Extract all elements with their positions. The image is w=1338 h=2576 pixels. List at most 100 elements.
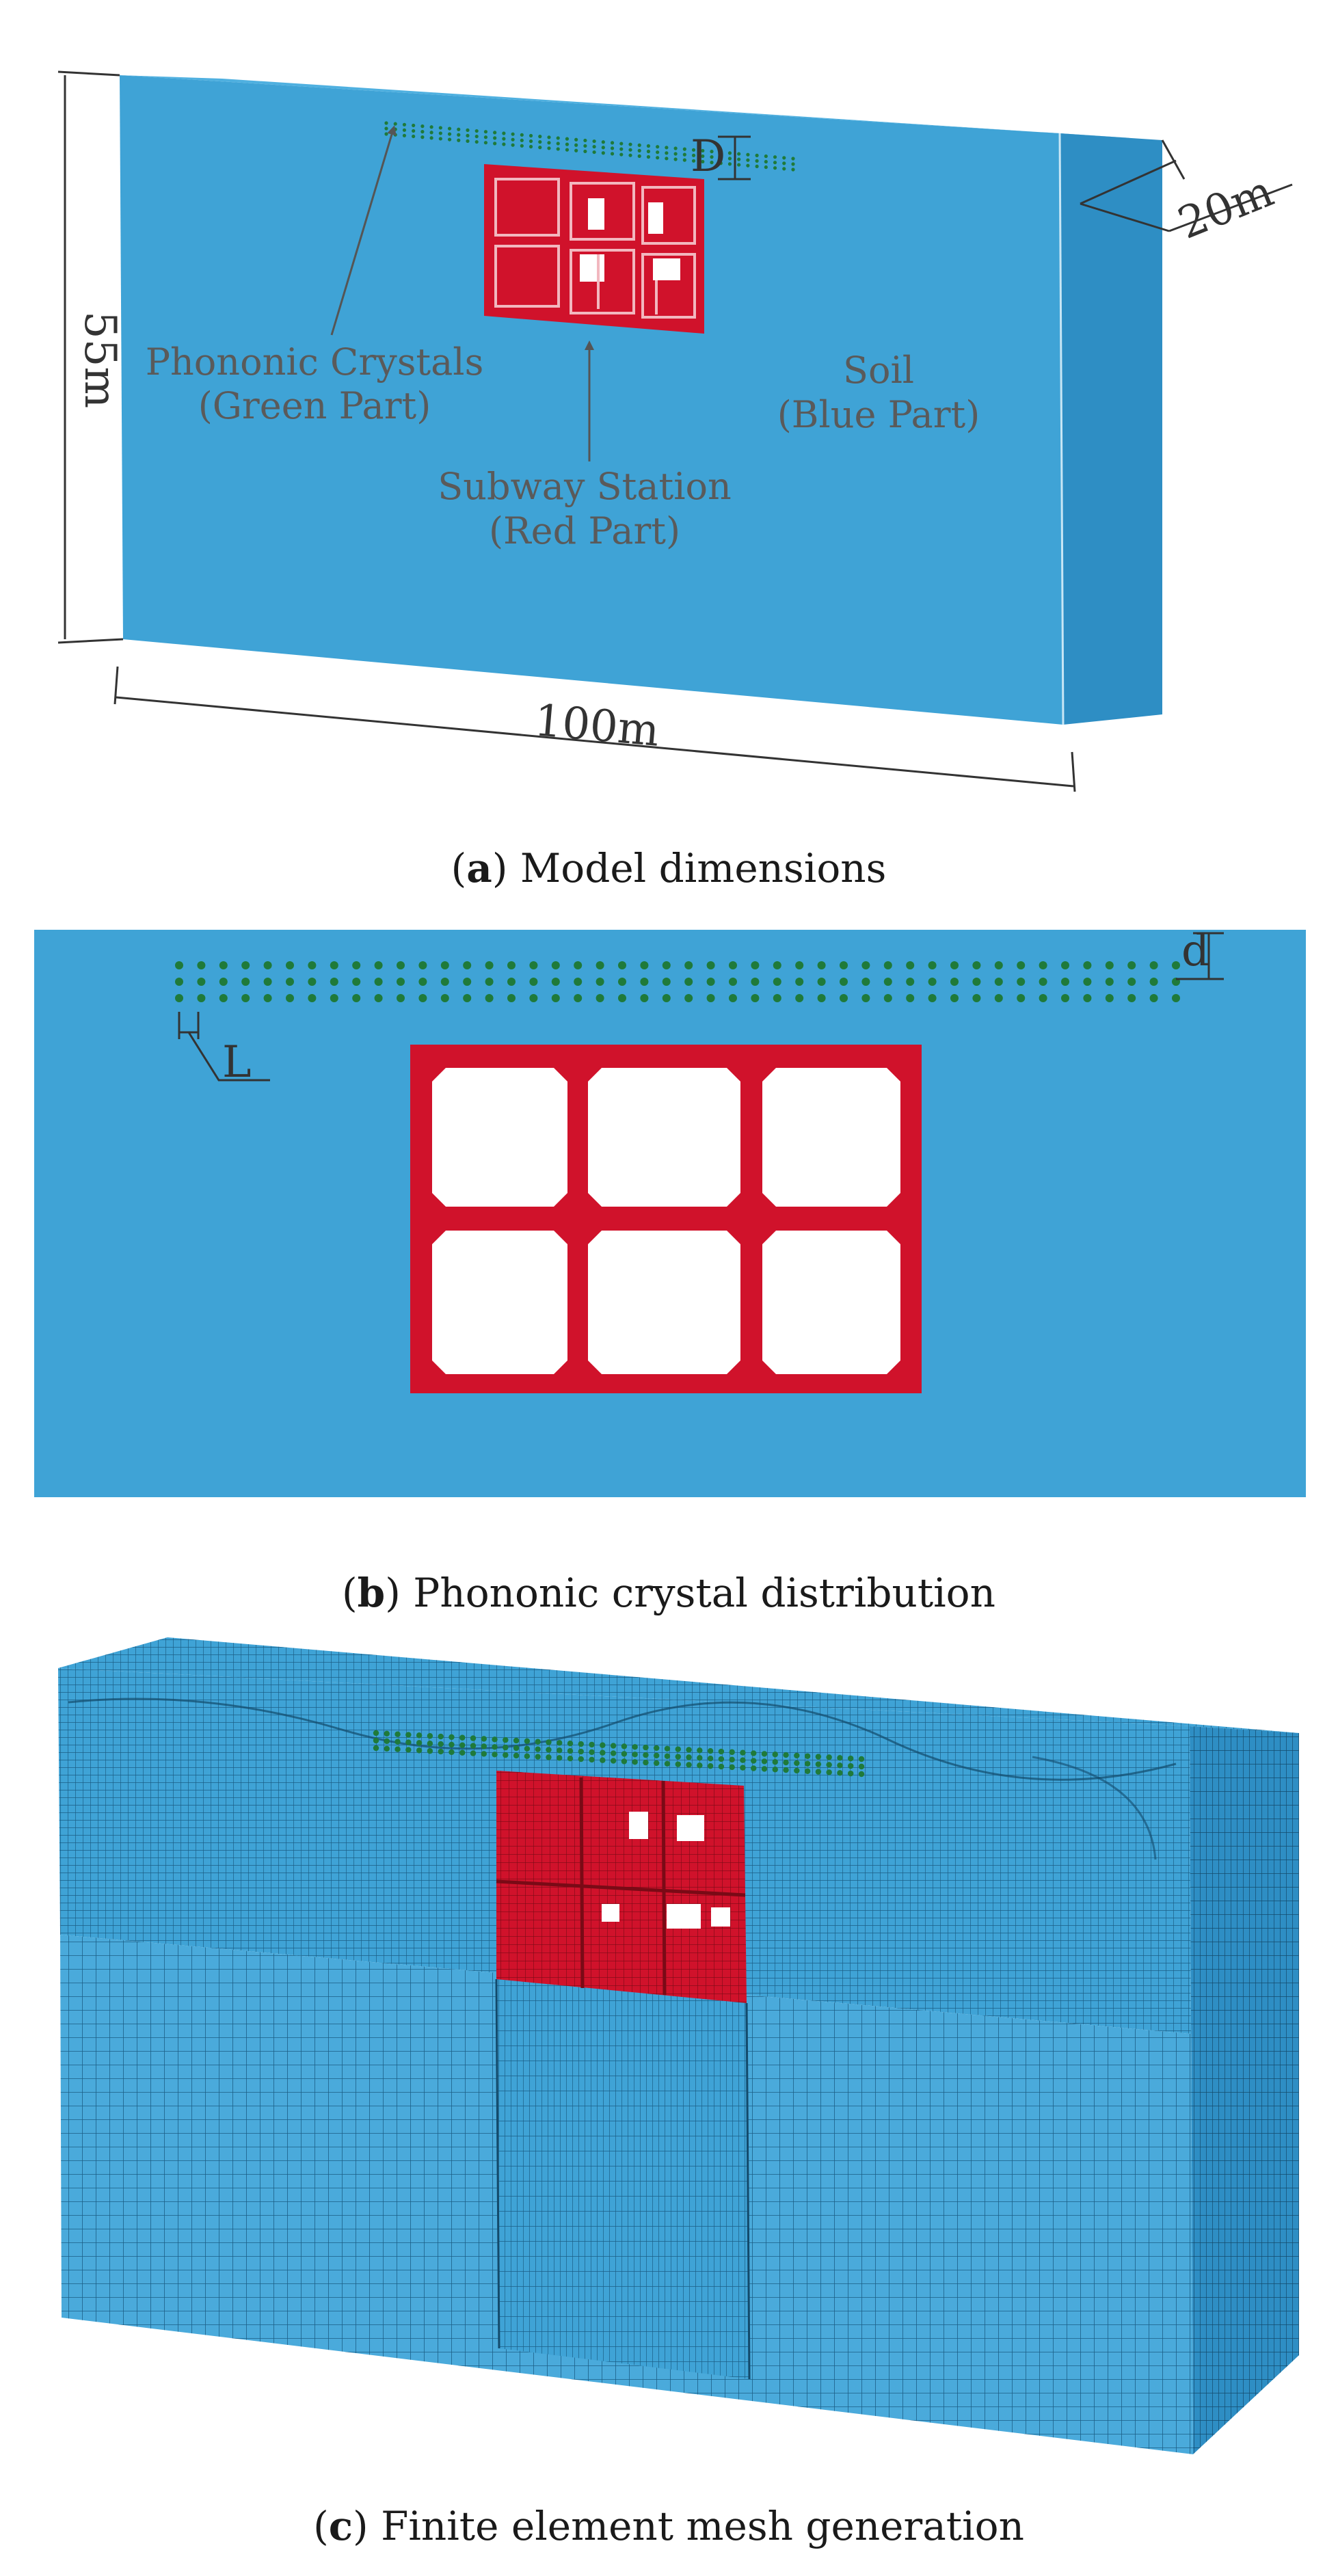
panel-c-fe-mesh: (c) Finite element mesh generation bbox=[58, 1637, 1299, 2549]
crystal-dot bbox=[574, 978, 583, 986]
crystal-dot bbox=[773, 961, 781, 969]
crystal-dot bbox=[438, 1748, 444, 1755]
crystal-dot bbox=[1061, 994, 1069, 1002]
subway-station-section bbox=[410, 1045, 922, 1393]
crystal-dot bbox=[384, 126, 388, 131]
crystal-dot bbox=[1127, 978, 1136, 986]
crystal-dot bbox=[619, 147, 624, 151]
crystal-dot bbox=[643, 1744, 649, 1751]
crystal-dot bbox=[567, 1748, 574, 1754]
panel-b-crystal-distribution: d L (b) Phononic crystal distribution bbox=[34, 926, 1306, 1616]
crystal-dot bbox=[662, 994, 671, 1002]
crystal-dot bbox=[701, 148, 705, 153]
crystal-dot bbox=[637, 143, 641, 147]
crystal-dot bbox=[646, 149, 651, 154]
crystal-dot bbox=[219, 961, 228, 969]
crystal-dot bbox=[241, 961, 250, 969]
crystal-dot bbox=[286, 994, 294, 1002]
crystal-dot bbox=[795, 994, 804, 1002]
crystal-dot bbox=[737, 157, 741, 161]
crystal-dot bbox=[547, 146, 551, 150]
dimension-d bbox=[1176, 932, 1224, 980]
crystal-dot bbox=[656, 150, 660, 155]
crystal-dot bbox=[551, 961, 560, 969]
crystal-dot bbox=[418, 994, 427, 1002]
crystal-dot bbox=[384, 121, 388, 125]
crystal-dot bbox=[772, 1759, 778, 1765]
crystal-dot bbox=[950, 978, 959, 986]
crystal-dot bbox=[1017, 994, 1026, 1002]
crystal-dot bbox=[751, 1750, 757, 1756]
crystal-dot bbox=[691, 159, 696, 163]
crystal-dot bbox=[662, 978, 671, 986]
crystal-dot bbox=[565, 148, 570, 152]
crystal-dot bbox=[654, 1752, 660, 1759]
crystal-dot bbox=[466, 128, 470, 132]
crystal-dot bbox=[574, 143, 578, 147]
soil-box-side-face bbox=[1060, 133, 1162, 725]
crystal-dot bbox=[1039, 961, 1047, 969]
crystal-dot bbox=[664, 1760, 671, 1767]
crystal-dot bbox=[782, 167, 786, 171]
crystal-dot bbox=[697, 1747, 703, 1754]
crystal-dot bbox=[529, 978, 538, 986]
crystal-dot bbox=[440, 961, 449, 969]
crystal-dot bbox=[513, 1752, 520, 1759]
crystal-dot bbox=[538, 146, 542, 150]
crystal-dot bbox=[589, 1756, 595, 1763]
crystal-dot bbox=[1127, 961, 1136, 969]
crystal-dot bbox=[637, 148, 641, 152]
crystal-dot bbox=[1017, 961, 1026, 969]
crystal-dot bbox=[583, 149, 587, 154]
phononic-crystals-strip bbox=[384, 121, 795, 172]
crystal-dot bbox=[643, 1759, 649, 1766]
crystal-dot bbox=[621, 1743, 628, 1749]
crystal-dot bbox=[773, 155, 777, 159]
crystal-dot bbox=[740, 1757, 746, 1763]
crystal-dot bbox=[610, 1750, 617, 1756]
crystal-dot bbox=[219, 978, 228, 986]
crystal-dot bbox=[858, 1771, 865, 1777]
crystal-dot bbox=[197, 994, 206, 1002]
crystal-dot bbox=[815, 1769, 822, 1775]
mesh-phononic-crystals bbox=[373, 1730, 865, 1777]
crystal-dot bbox=[1172, 994, 1180, 1002]
crystal-dot bbox=[632, 1744, 638, 1750]
crystal-dot bbox=[393, 122, 397, 126]
crystal-dot bbox=[556, 136, 560, 140]
crystal-dot bbox=[503, 1744, 509, 1751]
crystal-dot bbox=[463, 994, 472, 1002]
crystal-dot bbox=[673, 146, 678, 150]
crystal-dot bbox=[684, 978, 693, 986]
crystal-dot bbox=[557, 1747, 563, 1754]
crystal-dot bbox=[463, 961, 472, 969]
crystal-dot bbox=[815, 1761, 822, 1767]
crystal-dot bbox=[706, 978, 715, 986]
crystal-dot bbox=[286, 978, 294, 986]
crystal-dot bbox=[751, 994, 760, 1002]
crystal-dot bbox=[438, 1741, 444, 1747]
crystal-dot bbox=[374, 961, 383, 969]
crystal-dot bbox=[418, 961, 427, 969]
crystal-dot bbox=[755, 164, 759, 168]
crystal-dot bbox=[858, 1756, 865, 1762]
crystal-dot bbox=[618, 994, 626, 1002]
crystal-dot bbox=[619, 152, 624, 157]
crystal-dot bbox=[1083, 961, 1092, 969]
crystal-dot bbox=[393, 127, 397, 131]
crystal-dot bbox=[791, 157, 795, 161]
crystal-dot bbox=[416, 1732, 423, 1739]
crystal-dot bbox=[637, 154, 641, 158]
crystal-dot bbox=[994, 994, 1003, 1002]
crystal-dot bbox=[241, 994, 250, 1002]
crystal-dot bbox=[485, 961, 494, 969]
crystal-dot bbox=[1127, 994, 1136, 1002]
crystal-dot bbox=[528, 144, 533, 149]
crystal-dot bbox=[373, 1730, 379, 1736]
crystal-dot bbox=[466, 139, 470, 143]
crystal-dot bbox=[538, 140, 542, 144]
crystal-dot bbox=[528, 139, 533, 144]
crystal-dot bbox=[610, 141, 615, 145]
crystal-dot bbox=[420, 124, 425, 129]
